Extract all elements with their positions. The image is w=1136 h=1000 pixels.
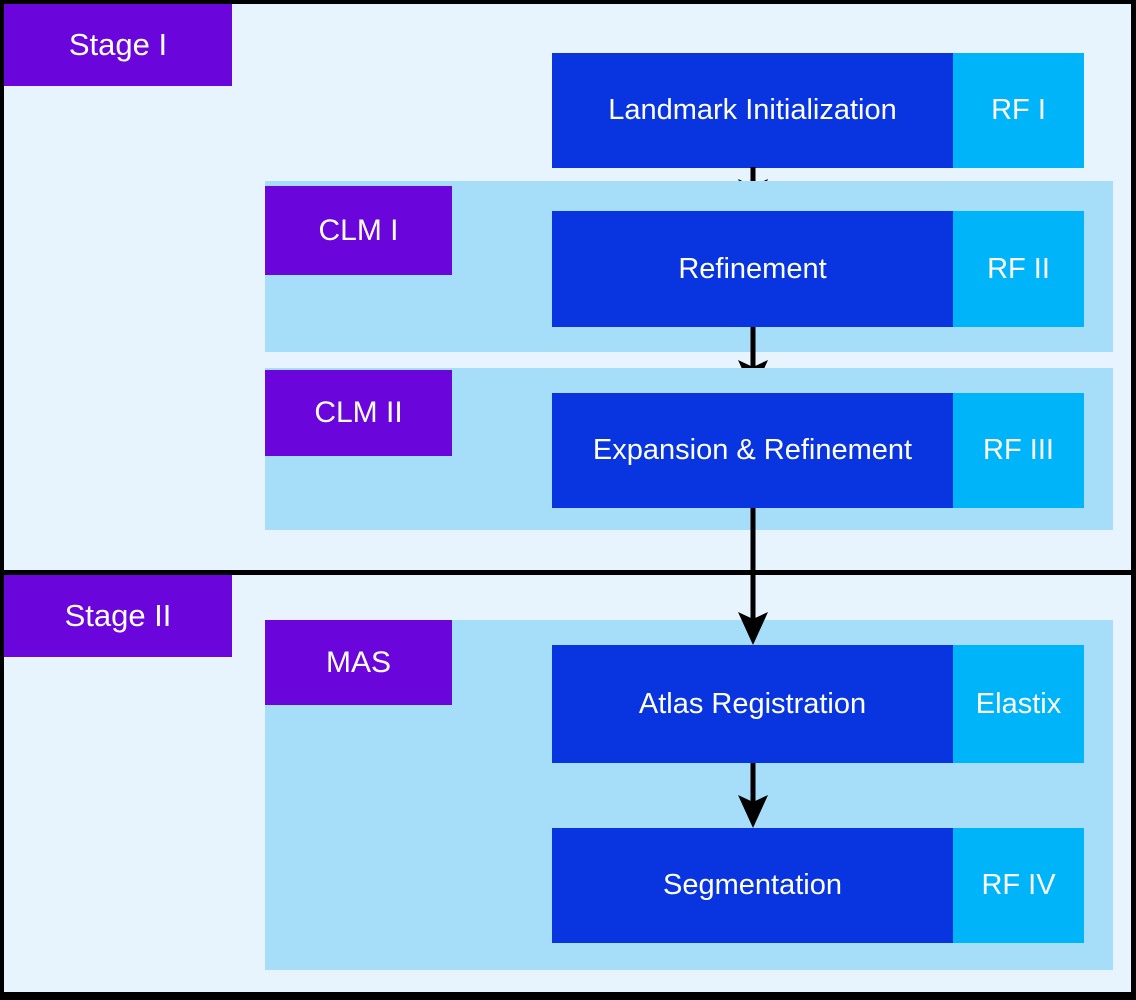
down-arrow-icon [735,763,771,828]
step-box-atlas-registration: Atlas Registration [552,645,953,763]
step-title: Atlas Registration [638,687,867,720]
stage-2-label-box: Stage II [4,575,232,657]
group-label-mas: MAS [325,645,391,679]
method-tag-elastix: Elastix [953,645,1084,763]
step-row-atlas-registration: Atlas Registration Elastix [552,645,1084,763]
method-tag-label: RF II [987,252,1050,285]
group-label-clm-2: CLM II [314,396,403,429]
step-box-segmentation: Segmentation [552,828,953,943]
group-label-mas-box: MAS [265,620,452,705]
group-label-clm-1: CLM I [318,213,399,247]
stage-1-label-box: Stage I [4,4,232,86]
step-box-landmark-initialization: Landmark Initialization [552,53,953,168]
stage-divider-line [4,570,1131,575]
method-tag-rf-4: RF IV [953,828,1084,943]
step-title: Refinement [678,252,827,285]
step-row-landmark-initialization: Landmark Initialization RF I [552,53,1084,168]
method-tag-label: RF IV [981,869,1056,901]
method-tag-label: RF III [983,434,1054,466]
method-tag-rf-3: RF III [953,393,1084,508]
method-tag-label: Elastix [975,687,1062,720]
group-label-clm-2-box: CLM II [265,370,452,456]
method-tag-label: RF I [991,94,1046,126]
stage-2-label: Stage II [64,598,172,633]
down-arrow-icon [735,508,771,645]
step-title: Segmentation [663,869,842,901]
method-tag-rf-2: RF II [953,211,1084,327]
step-row-segmentation: Segmentation RF IV [552,828,1084,943]
step-title: Expansion & Refinement [592,434,913,466]
step-row-refinement: Refinement RF II [552,211,1084,327]
method-tag-rf-1: RF I [953,53,1084,168]
step-box-refinement: Refinement [552,211,953,327]
step-box-expansion-refinement: Expansion & Refinement [552,393,953,508]
group-label-clm-1-box: CLM I [265,186,452,275]
stage-1-label: Stage I [68,27,168,62]
step-row-expansion-refinement: Expansion & Refinement RF III [552,393,1084,508]
step-title: Landmark Initialization [608,94,897,126]
